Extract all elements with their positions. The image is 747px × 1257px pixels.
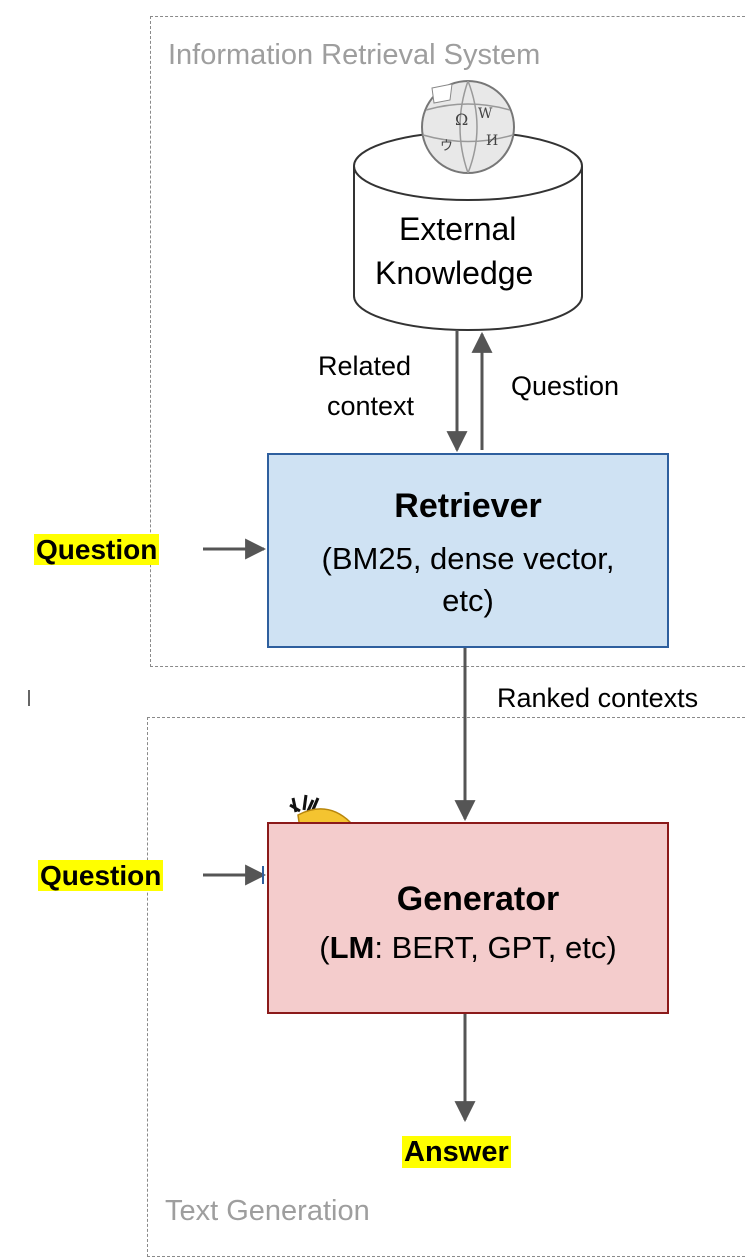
generator-subtitle-open: ( (319, 930, 330, 965)
retriever-subtitle-line1: (BM25, dense vector, (321, 541, 615, 576)
generator-subtitle-lm: LM (329, 930, 375, 965)
knowledge-label-line2: Knowledge (375, 255, 534, 291)
generator-title: Generator (396, 880, 560, 918)
retriever-title: Retriever (394, 487, 542, 525)
ir-group-title: Information Retrieval System (168, 39, 541, 71)
related-context-label-line1: Related (318, 351, 412, 381)
tg-group-title: Text Generation (165, 1195, 370, 1227)
svg-text:И: И (486, 133, 498, 149)
answer-output-label: Answer (402, 1136, 511, 1168)
retriever-box: Retriever (BM25, dense vector, etc) (267, 453, 669, 648)
generator-subtitle-rest: : BERT, GPT, etc) (374, 930, 617, 965)
knowledge-label-line1: External (399, 211, 517, 247)
related-context-label-line2: context (327, 391, 415, 421)
svg-text:Ω: Ω (455, 110, 468, 129)
knowledge-cylinder (353, 131, 583, 331)
information-retrieval-group (150, 16, 747, 667)
wikipedia-globe-icon: Ω W И ウ (421, 80, 515, 174)
question-up-label: Question (511, 371, 620, 401)
svg-text:W: W (478, 106, 493, 122)
retriever-question-input-label: Question (34, 534, 160, 565)
generator-question-input-label: Question (38, 860, 164, 891)
ranked-contexts-label: Ranked contexts (497, 683, 699, 713)
svg-text:ウ: ウ (440, 139, 453, 154)
generator-subtitle: (LM: BERT, GPT, etc) (269, 928, 667, 968)
generator-box: Generator (LM: BERT, GPT, etc) (267, 822, 669, 1014)
retriever-subtitle-line2: etc) (442, 583, 494, 618)
